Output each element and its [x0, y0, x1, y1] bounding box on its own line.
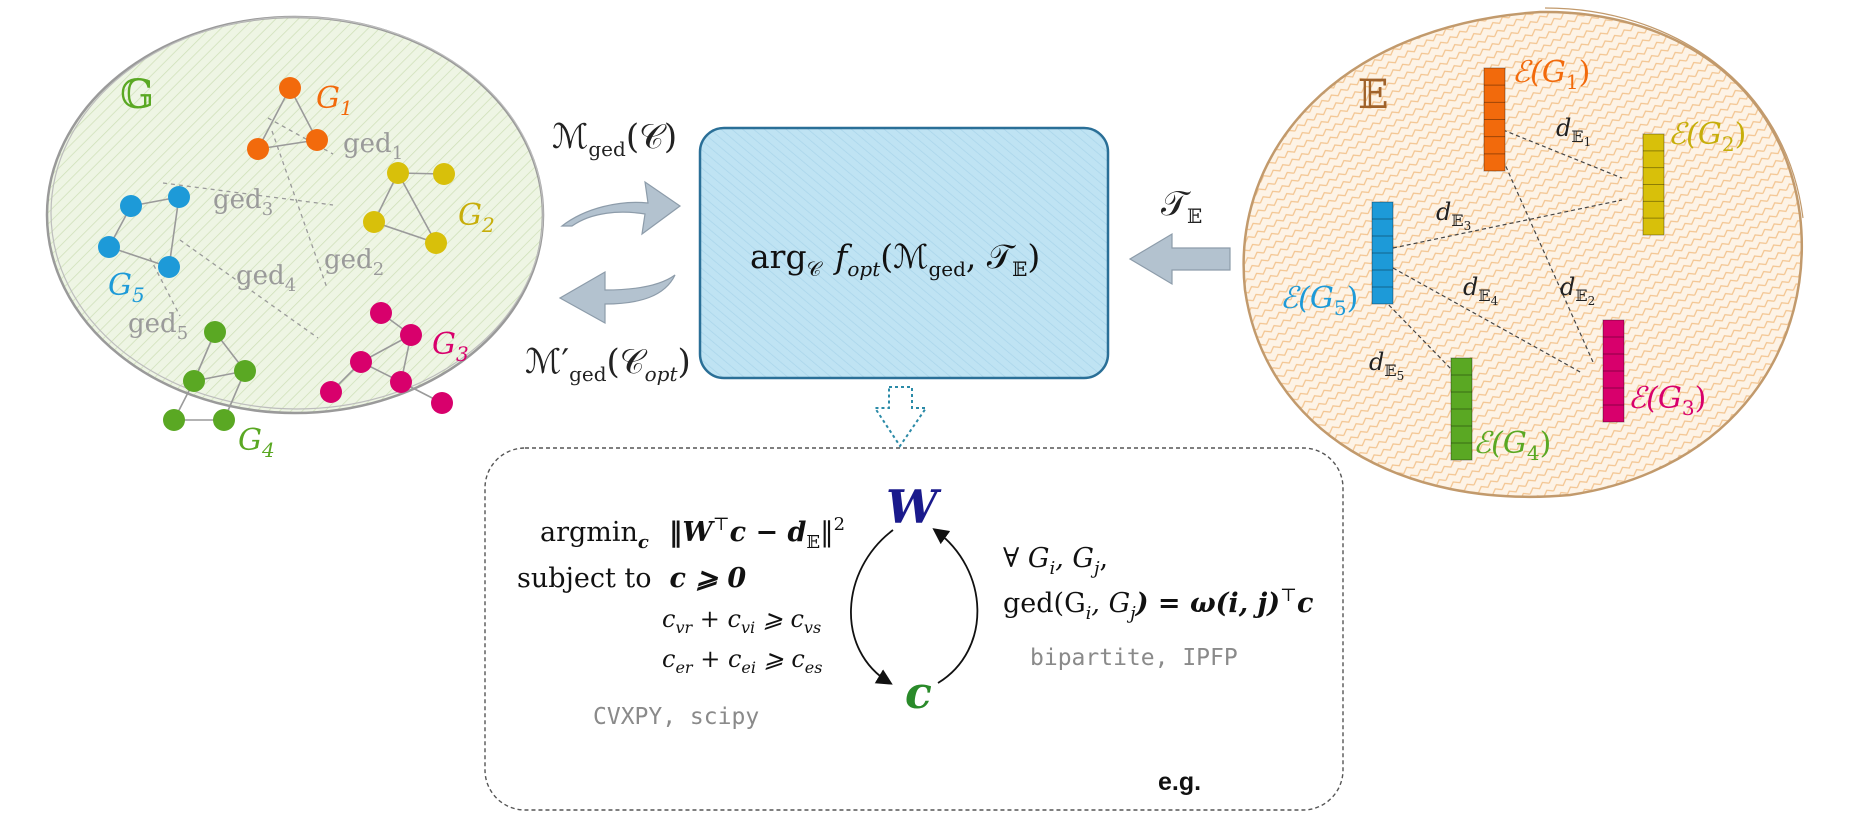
distance-2-label: d𝔼2 — [1560, 273, 1595, 308]
embedding-g5-label: ℰ(G5) — [1280, 281, 1358, 320]
embedding-space-symbol: 𝔼 — [1358, 72, 1389, 118]
c-to-w-arrow — [932, 528, 979, 684]
ged-dashed-lines — [149, 117, 334, 339]
embedding-space: 𝔼 ℰ(G1) ℰ(G2) ℰ(G3) ℰ(G4) ℰ(G5) d𝔼1 d𝔼2 … — [1242, 7, 1804, 499]
ged-4-label: ged4 — [236, 261, 296, 296]
graph-space: 𝔾 G1 — [45, 15, 545, 462]
graph-g4: G4 — [163, 321, 275, 462]
graph-g3-label: G3 — [432, 327, 469, 366]
graph-g4-label: G4 — [238, 423, 275, 462]
solvers-right: bipartite, IPFP — [1030, 645, 1238, 671]
ged-2-label: ged2 — [324, 245, 384, 280]
w-symbol: W — [886, 480, 942, 534]
forall-line: ∀ Gi, Gj, — [1003, 543, 1108, 579]
solvers-left: CVXPY, scipy — [593, 704, 759, 730]
distance-1-label: d𝔼1 — [1556, 114, 1591, 149]
distance-4-label: d𝔼4 — [1463, 273, 1499, 308]
embedding-vector-g5 — [1371, 201, 1394, 305]
vertex-constraint: cvr + cvi ⩾ cvs — [662, 605, 821, 637]
ged-1-label: ged1 — [343, 129, 403, 164]
optimization-box-bg — [698, 126, 1110, 380]
c-symbol: c — [905, 668, 932, 719]
w-to-c-arrow — [850, 529, 894, 685]
graph-g1: G1 — [247, 77, 353, 160]
distance-labels: d𝔼1 d𝔼2 d𝔼3 d𝔼4 d𝔼5 — [1369, 114, 1595, 383]
decode-arrow-label: ℳ′ged(𝒞opt) — [525, 342, 691, 386]
embedding-g2-label: ℰ(G2) — [1668, 117, 1746, 156]
embedding-g3-label: ℰ(G3) — [1628, 381, 1706, 420]
embedding-labels: ℰ(G1) ℰ(G2) ℰ(G3) ℰ(G4) ℰ(G5) — [1280, 55, 1746, 465]
embedding-vector-g3 — [1602, 319, 1625, 423]
embedding-vector-g1 — [1483, 67, 1506, 172]
embedding-vector-g2 — [1642, 133, 1665, 236]
ged-equation: ged(Gi, Gj) = ω(i, j)⊤c — [1003, 585, 1313, 624]
ged-5-label: ged5 — [128, 309, 188, 344]
eg-label: e.g. — [1158, 768, 1201, 796]
edge-constraint: cer + cei ⩾ ces — [662, 645, 822, 677]
transform-arrow: 𝒯𝔼 — [1128, 184, 1231, 286]
distance-dashed-lines — [1383, 129, 1623, 374]
encode-arrow-label: ℳged(𝒞) — [552, 117, 677, 161]
embedding-g4-label: ℰ(G4) — [1473, 426, 1551, 465]
graph-space-symbol: 𝔾 — [120, 72, 154, 118]
ged-3-label: ged3 — [213, 185, 273, 220]
distance-5-label: d𝔼5 — [1369, 348, 1404, 383]
graph-g2-label: G2 — [458, 198, 495, 237]
graph-g2: G2 — [363, 162, 495, 254]
graph-g1-label: G1 — [316, 81, 353, 120]
embedding-g1-label: ℰ(G1) — [1512, 55, 1590, 94]
embedding-space-circle — [1242, 10, 1803, 499]
example-down-arrow — [873, 386, 928, 448]
embedding-space-circle-outline — [1544, 7, 1804, 219]
embedding-bars — [1371, 67, 1665, 461]
objective-line: argminc‖W⊤c − d𝔼‖2 — [540, 514, 845, 553]
example-box-frame — [484, 447, 1344, 811]
graph-space-circle-outline — [50, 16, 544, 410]
transform-arrow-label: 𝒯𝔼 — [1161, 184, 1202, 228]
decode-arrow: ℳ′ged(𝒞opt) — [525, 270, 691, 386]
graph-g5: G5 — [98, 186, 190, 307]
encode-arrow: ℳged(𝒞) — [552, 117, 682, 236]
graph-g5-label: G5 — [108, 268, 145, 307]
distance-3-label: d𝔼3 — [1436, 198, 1471, 233]
graph-g3: G3 — [320, 302, 469, 414]
embedding-vector-g4 — [1450, 357, 1473, 461]
ged-labels: ged1 ged2 ged3 ged4 ged5 — [128, 129, 403, 344]
